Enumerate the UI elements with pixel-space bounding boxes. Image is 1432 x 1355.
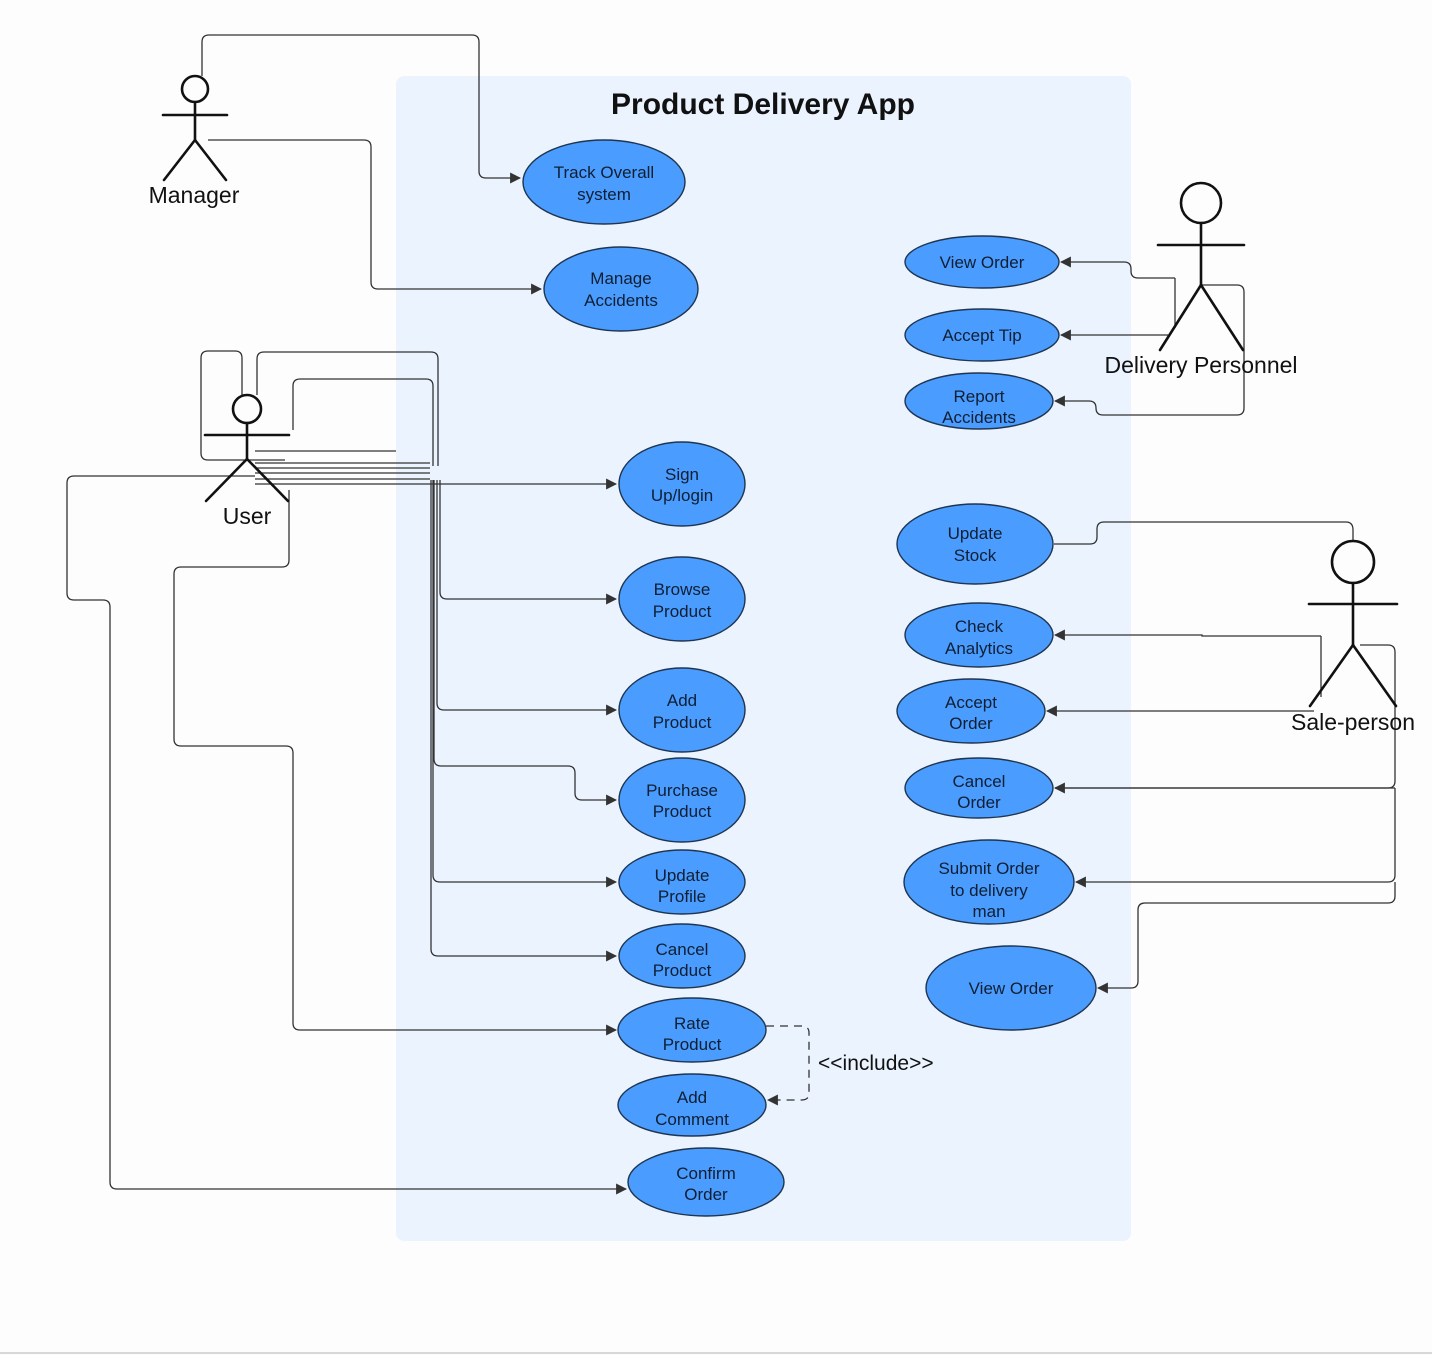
- svg-text:Accidents: Accidents: [584, 291, 658, 310]
- use-case-add-comment[interactable]: Add Comment: [617, 1073, 767, 1137]
- svg-text:Manage: Manage: [590, 269, 651, 288]
- svg-text:Analytics: Analytics: [945, 639, 1013, 658]
- system-title: Product Delivery App: [611, 88, 915, 121]
- svg-text:Order: Order: [957, 793, 1001, 812]
- use-case-accept-order[interactable]: Accept Order: [896, 678, 1046, 744]
- svg-text:Comment: Comment: [655, 1110, 729, 1129]
- use-case-update-profile[interactable]: Update Profile: [618, 849, 746, 915]
- use-case-rate-product[interactable]: Rate Product: [617, 997, 767, 1063]
- use-case-add-product[interactable]: Add Product: [618, 667, 746, 753]
- svg-text:Cancel: Cancel: [656, 940, 709, 959]
- svg-text:Browse: Browse: [654, 580, 711, 599]
- svg-text:Rate: Rate: [674, 1014, 710, 1033]
- svg-text:Confirm: Confirm: [676, 1164, 736, 1183]
- system-boundary: [396, 76, 1131, 1241]
- use-case-track-overall-system[interactable]: Track Overall system: [522, 139, 686, 225]
- sale-person-figure-icon: [1307, 539, 1399, 708]
- svg-text:man: man: [972, 902, 1005, 921]
- manager-figure-icon: [161, 74, 229, 182]
- use-case-accept-tip[interactable]: Accept Tip: [904, 308, 1060, 362]
- svg-text:Cancel: Cancel: [953, 772, 1006, 791]
- use-case-update-stock[interactable]: Update Stock: [896, 503, 1054, 585]
- svg-text:View Order: View Order: [969, 979, 1054, 998]
- svg-text:Add: Add: [667, 691, 697, 710]
- svg-text:Profile: Profile: [658, 887, 706, 906]
- svg-text:Order: Order: [684, 1185, 728, 1204]
- delivery-personnel-figure-icon: [1156, 181, 1246, 352]
- svg-text:Update: Update: [948, 524, 1003, 543]
- sale-person-label: Sale-person: [1291, 709, 1415, 735]
- user-figure-icon: [203, 393, 291, 503]
- svg-text:Accidents: Accidents: [942, 408, 1016, 427]
- include-label: <<include>>: [818, 1052, 934, 1075]
- svg-text:to delivery: to delivery: [950, 881, 1028, 900]
- use-case-sign-up-login[interactable]: Sign Up/login: [618, 441, 746, 527]
- svg-text:Submit Order: Submit Order: [938, 859, 1039, 878]
- use-case-purchase-product[interactable]: Purchase Product: [618, 757, 746, 843]
- svg-text:system: system: [577, 185, 631, 204]
- svg-text:Accept: Accept: [945, 693, 997, 712]
- svg-text:Report: Report: [953, 387, 1004, 406]
- delivery-personnel-label: Delivery Personnel: [1104, 352, 1297, 378]
- svg-text:Product: Product: [653, 602, 712, 621]
- use-case-browse-product[interactable]: Browse Product: [618, 556, 746, 642]
- svg-text:Product: Product: [653, 713, 712, 732]
- manager-label: Manager: [149, 182, 240, 208]
- use-case-confirm-order[interactable]: Confirm Order: [627, 1147, 785, 1217]
- use-case-report-accidents[interactable]: Report Accidents: [904, 372, 1054, 430]
- connectors: [66, 34, 1396, 1195]
- use-case-manage-accidents[interactable]: Manage Accidents: [543, 246, 699, 332]
- svg-text:Product: Product: [663, 1035, 722, 1054]
- use-case-view-order-delivery[interactable]: View Order: [904, 235, 1060, 289]
- user-label: User: [223, 503, 272, 529]
- svg-text:Product: Product: [653, 961, 712, 980]
- svg-text:Order: Order: [949, 714, 993, 733]
- svg-text:Product: Product: [653, 802, 712, 821]
- use-case-check-analytics[interactable]: Check Analytics: [904, 602, 1054, 668]
- actor-sale-person[interactable]: Sale-person: [1291, 539, 1415, 735]
- use-case-submit-order-to-delivery-man[interactable]: Submit Order to delivery man: [903, 839, 1075, 925]
- actor-user[interactable]: User: [203, 393, 291, 529]
- svg-text:Update: Update: [655, 866, 710, 885]
- use-case-view-order-sales[interactable]: View Order: [925, 945, 1097, 1031]
- actor-manager[interactable]: Manager: [149, 74, 240, 208]
- svg-text:Accept Tip: Accept Tip: [942, 326, 1021, 345]
- actor-delivery-personnel[interactable]: Delivery Personnel: [1104, 181, 1298, 378]
- svg-text:Add: Add: [677, 1088, 707, 1107]
- use-case-cancel-order[interactable]: Cancel Order: [904, 757, 1054, 819]
- svg-text:Up/login: Up/login: [651, 486, 713, 505]
- svg-text:Stock: Stock: [954, 546, 997, 565]
- page-bottom-divider: [0, 1352, 1432, 1354]
- svg-text:Purchase: Purchase: [646, 781, 718, 800]
- svg-text:Track Overall: Track Overall: [554, 163, 654, 182]
- svg-text:Sign: Sign: [665, 465, 699, 484]
- svg-text:View Order: View Order: [940, 253, 1025, 272]
- use-case-cancel-product[interactable]: Cancel Product: [618, 923, 746, 989]
- svg-text:Check: Check: [955, 617, 1004, 636]
